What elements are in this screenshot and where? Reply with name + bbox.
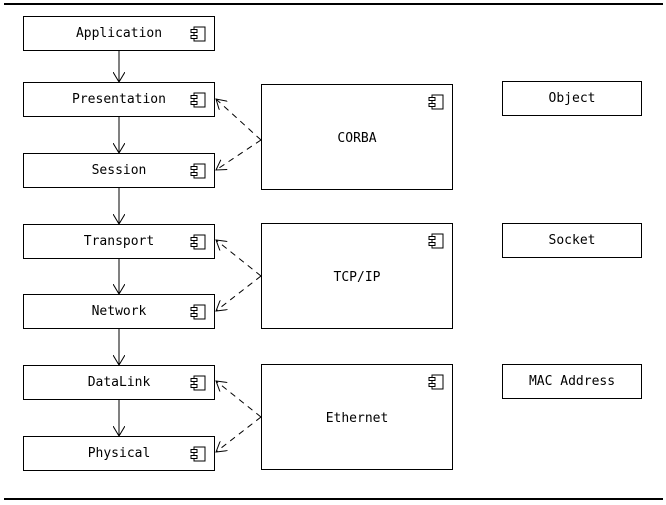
layer-presentation-box[interactable]: Presentation [23,82,215,117]
layer-application-box[interactable]: Application [23,16,215,51]
layer-session-label: Session [91,163,147,178]
implementation-corba-box[interactable]: CORBA [261,84,453,190]
dependency-arrow [216,139,262,170]
dependency-arrow [216,275,262,311]
concept-object-label: Object [548,91,596,106]
concept-mac-address-label: MAC Address [528,374,616,389]
concept-socket-box[interactable]: Socket [502,223,642,258]
implementation-tcpip-box[interactable]: TCP/IP [261,223,453,329]
layer-datalink-label: DataLink [87,375,151,390]
concept-mac-address-box[interactable]: MAC Address [502,364,642,399]
layer-transport-label: Transport [83,234,155,249]
component-icon [428,233,444,249]
dependency-arrow [216,99,262,141]
implementation-ethernet-label: Ethernet [325,411,389,426]
component-icon [190,446,206,462]
layer-physical-box[interactable]: Physical [23,436,215,471]
layer-datalink-box[interactable]: DataLink [23,365,215,400]
layer-session-box[interactable]: Session [23,153,215,188]
dependency-arrow [216,381,262,418]
component-icon [428,374,444,390]
component-icon [190,234,206,250]
dependency-arrow [216,240,262,277]
layer-physical-label: Physical [87,446,151,461]
concept-socket-label: Socket [548,233,596,248]
dependency-arrow [216,416,262,452]
component-icon [190,304,206,320]
bottom-border [4,498,663,500]
layer-transport-box[interactable]: Transport [23,224,215,259]
layer-application-label: Application [75,26,163,41]
component-icon [428,94,444,110]
component-icon [190,26,206,42]
layer-presentation-label: Presentation [72,92,166,107]
implementation-tcpip-label: TCP/IP [333,270,381,285]
layer-network-box[interactable]: Network [23,294,215,329]
concept-object-box[interactable]: Object [502,81,642,116]
implementation-corba-label: CORBA [337,131,377,146]
top-border [4,3,663,5]
component-icon [190,92,206,108]
layer-network-label: Network [91,304,147,319]
component-icon [190,375,206,391]
component-icon [190,163,206,179]
implementation-ethernet-box[interactable]: Ethernet [261,364,453,470]
